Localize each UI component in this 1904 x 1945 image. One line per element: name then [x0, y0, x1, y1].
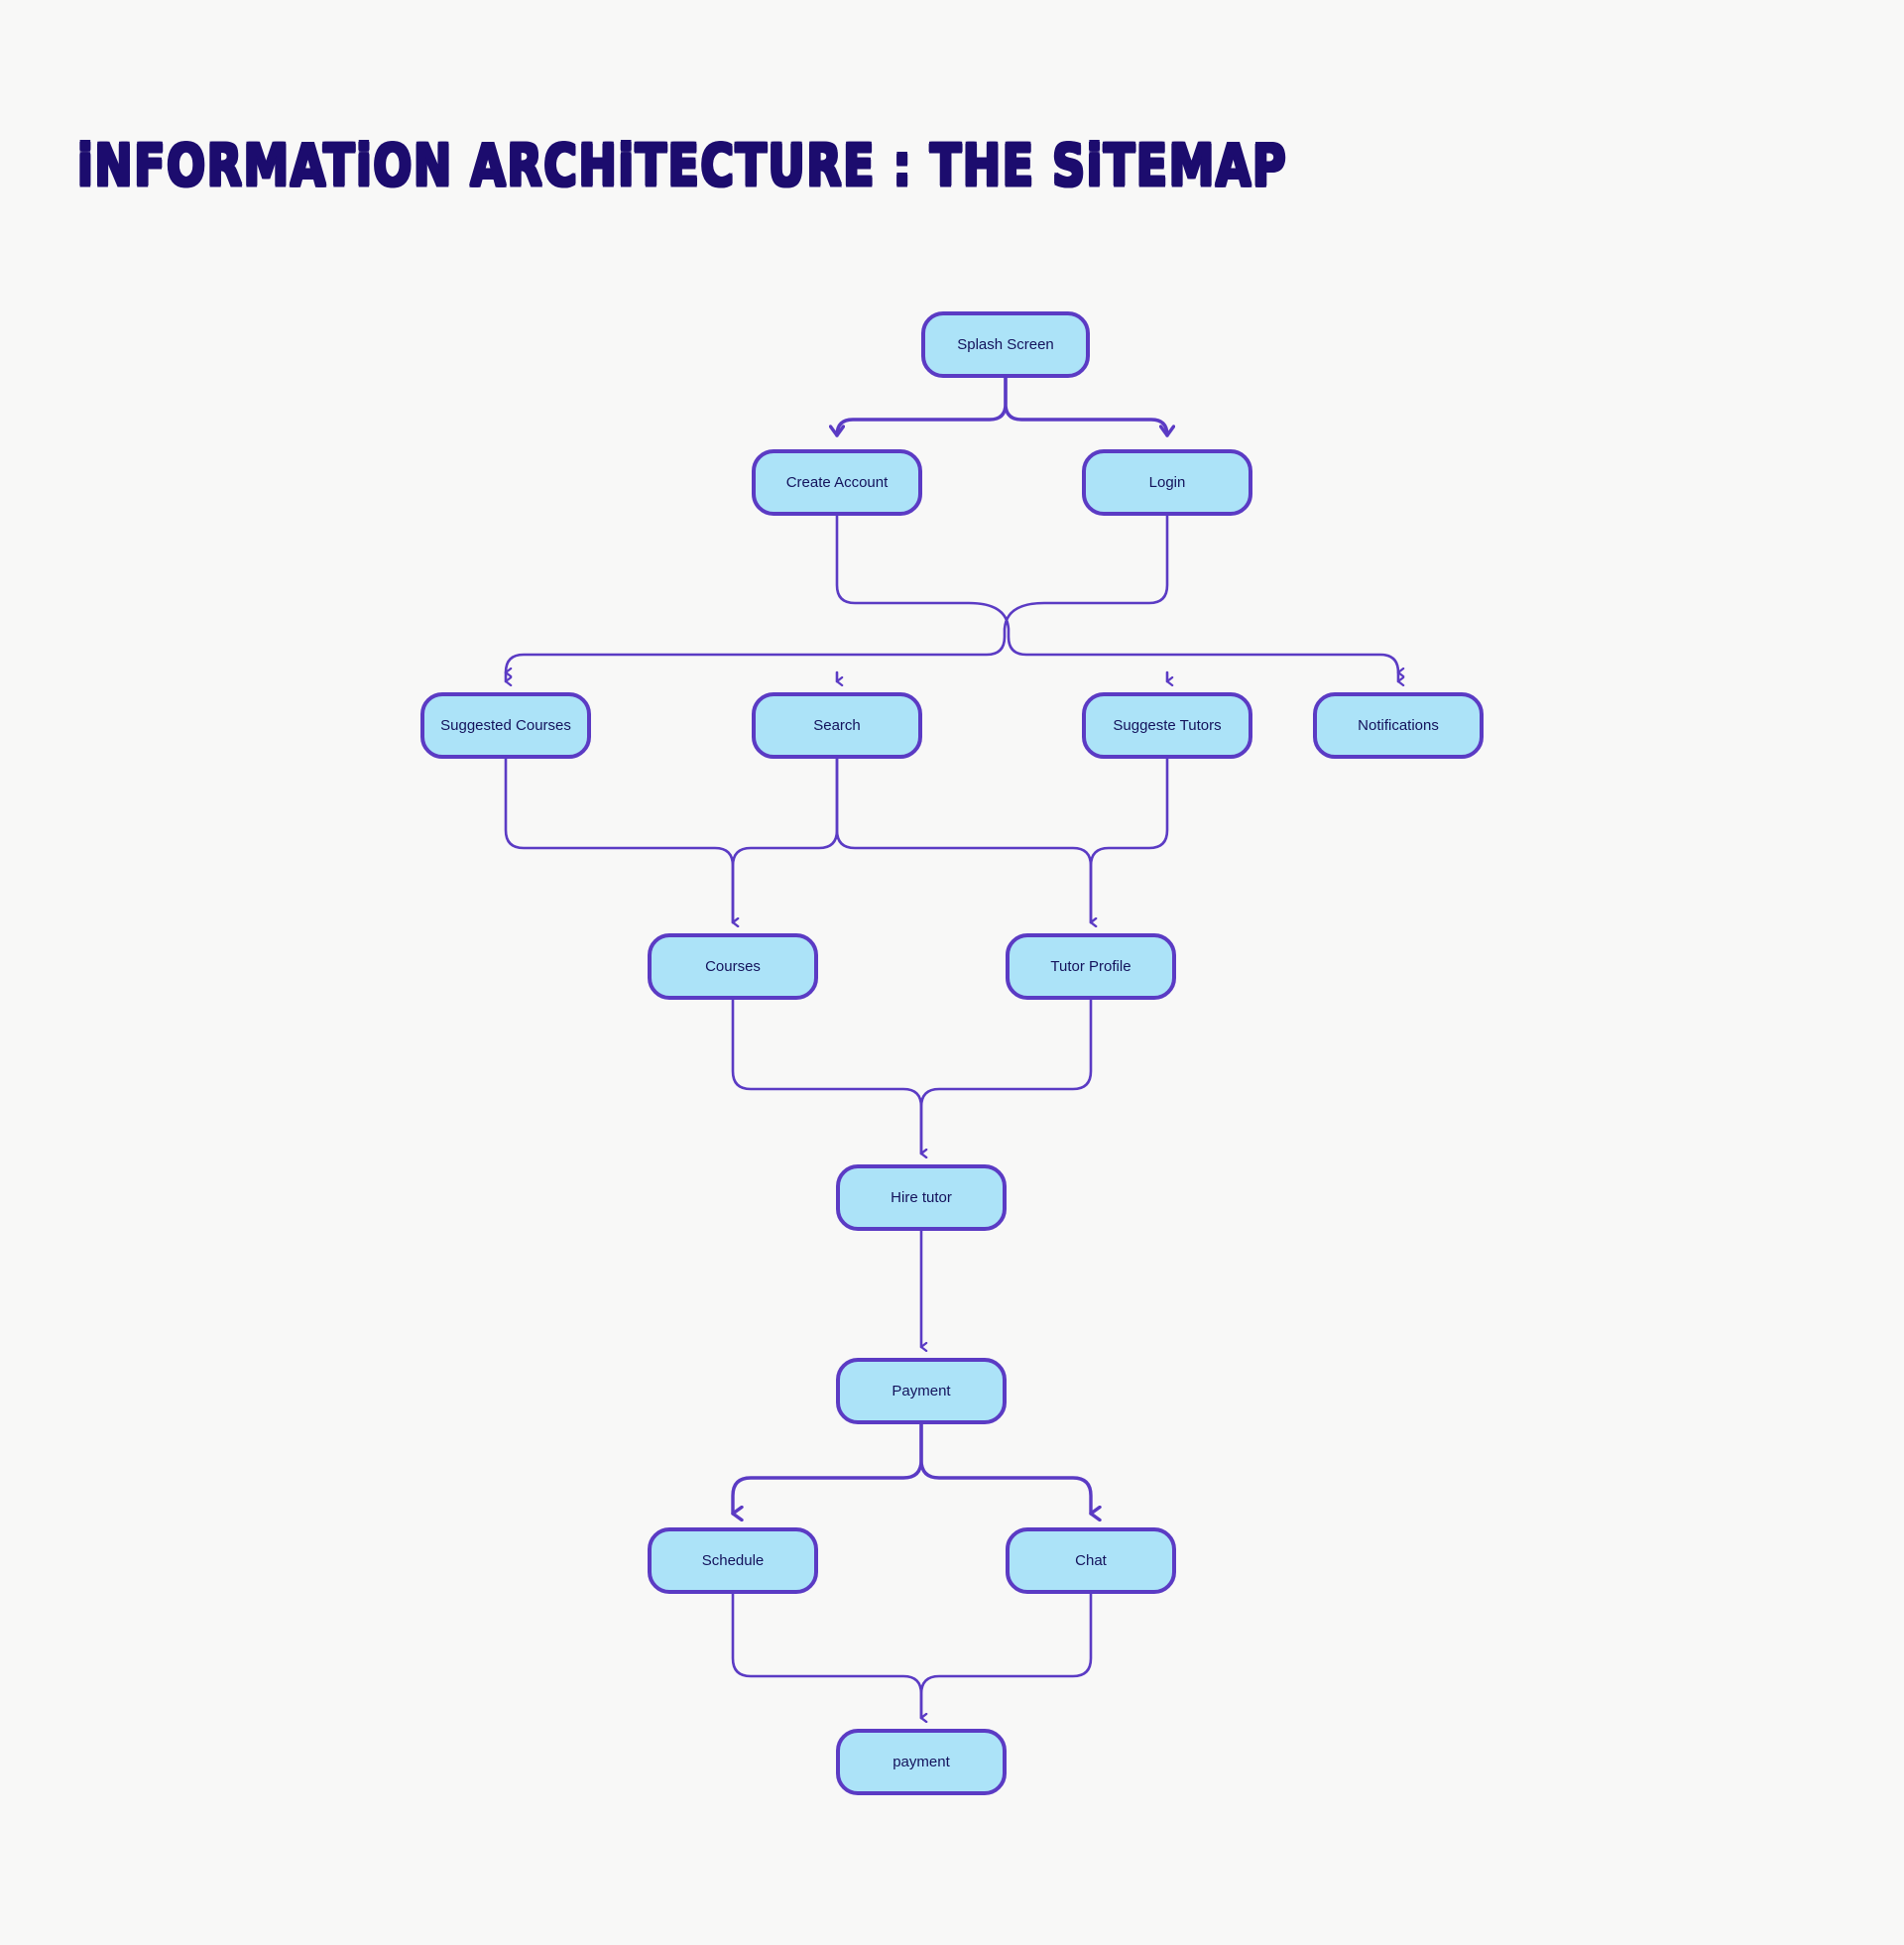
connector [835, 376, 1008, 435]
node-label: Suggeste Tutors [1113, 716, 1222, 734]
node-label: payment [892, 1753, 950, 1770]
node-tutor-profile[interactable]: Tutor Profile [1006, 933, 1176, 1000]
connector [835, 757, 1091, 922]
node-label: Search [813, 716, 861, 734]
node-label: Payment [892, 1382, 951, 1399]
node-label: Schedule [701, 1551, 765, 1569]
connector [919, 998, 1093, 1154]
connector [504, 514, 1169, 672]
connector [919, 1592, 1093, 1718]
node-splash[interactable]: Splash Screen [921, 311, 1090, 378]
connector [731, 998, 921, 1154]
node-chat[interactable]: Chat [1006, 1527, 1176, 1594]
node-courses[interactable]: Courses [648, 933, 818, 1000]
node-suggested-courses[interactable]: Suggested Courses [420, 692, 591, 759]
node-suggeste-tutors[interactable]: Suggeste Tutors [1082, 692, 1252, 759]
node-search[interactable]: Search [752, 692, 922, 759]
connector [919, 1422, 1091, 1514]
node-schedule[interactable]: Schedule [648, 1527, 818, 1594]
node-login[interactable]: Login [1082, 449, 1252, 516]
node-payment-bottom[interactable]: payment [836, 1729, 1007, 1795]
node-payment-top[interactable]: Payment [836, 1358, 1007, 1424]
connector [731, 757, 839, 922]
node-label: Hire tutor [891, 1188, 952, 1206]
node-label: Create Account [785, 473, 889, 491]
node-label: Tutor Profile [1050, 957, 1131, 975]
node-create-account[interactable]: Create Account [752, 449, 922, 516]
node-label: Courses [705, 957, 761, 975]
node-label: Notifications [1358, 716, 1439, 734]
node-label: Suggested Courses [440, 716, 571, 734]
page-title: iNFORMATiON ARCHiTECTURE : THE SiTEMAP [77, 132, 1288, 199]
node-label: Chat [1075, 1551, 1107, 1569]
node-hire-tutor[interactable]: Hire tutor [836, 1164, 1007, 1231]
connector [1089, 757, 1169, 922]
node-label: Login [1148, 473, 1186, 491]
connector [1004, 376, 1167, 435]
node-notifications[interactable]: Notifications [1313, 692, 1484, 759]
connector [731, 1592, 921, 1718]
connector [835, 514, 1398, 672]
node-label: Splash Screen [957, 335, 1054, 353]
connector [504, 757, 733, 922]
connector [731, 1422, 923, 1514]
